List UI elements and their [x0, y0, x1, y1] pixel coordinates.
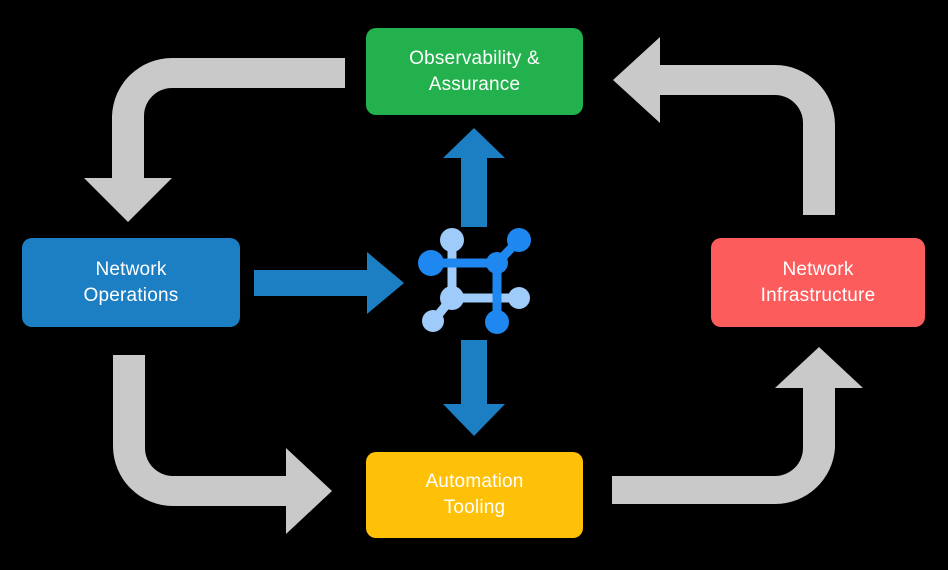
arrow-center-to-automation [443, 340, 505, 436]
node-automation-tooling[interactable]: Automation Tooling [366, 452, 583, 538]
arrow-infrastructure-to-observability [613, 37, 835, 215]
arrow-observability-to-operations [84, 57, 345, 222]
arrow-operations-to-automation [113, 355, 332, 534]
arrow-operations-to-center [254, 252, 404, 314]
node-observability-assurance[interactable]: Observability & Assurance [366, 28, 583, 115]
node-network-infrastructure[interactable]: Network Infrastructure [711, 238, 925, 327]
arrow-center-to-observability [443, 128, 505, 227]
node-network-operations[interactable]: Network Operations [22, 238, 240, 327]
arrow-automation-to-infrastructure [612, 347, 863, 505]
